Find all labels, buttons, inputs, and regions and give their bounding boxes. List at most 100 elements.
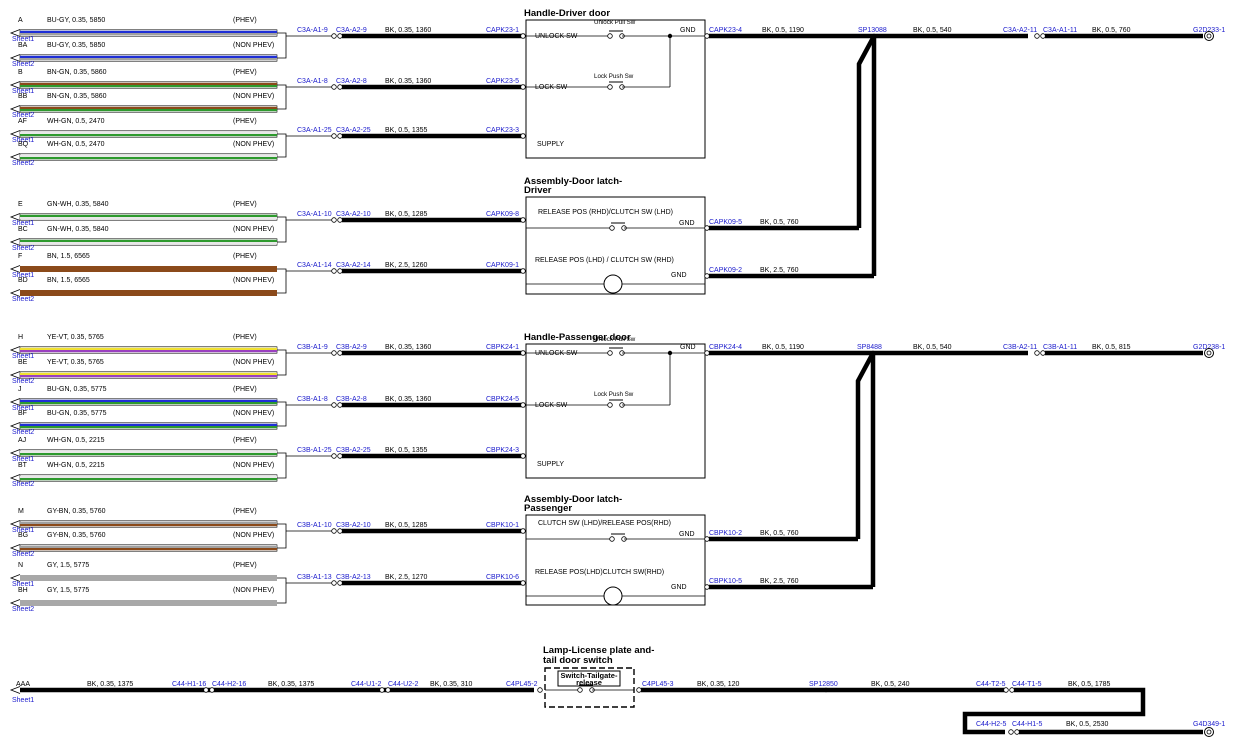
wire-spec: BU-GY, 0.35, 5850 xyxy=(47,42,105,49)
ground-label: G2D233-1 xyxy=(1193,27,1225,34)
sheet-link: Sheet2 xyxy=(12,551,34,558)
component-pin xyxy=(704,225,710,231)
splice-label: SP13088 xyxy=(858,27,887,34)
pin-label: CBPK24-4 xyxy=(709,344,742,351)
wire-spec: WH-GN, 0.5, 2470 xyxy=(47,141,105,148)
connector-label: C44-H2-16 xyxy=(212,681,246,688)
wire-spec: BK, 0.5, 1355 xyxy=(385,447,428,454)
wire-variant: (PHEV) xyxy=(233,201,257,208)
sheet-link: Sheet1 xyxy=(12,36,34,43)
wire-spec: BK, 0.35, 310 xyxy=(430,681,473,688)
wire-spec: BK, 2.5, 1260 xyxy=(385,262,428,269)
wire-spec: BK, 0.5, 1285 xyxy=(385,211,428,218)
wire-variant: (PHEV) xyxy=(233,17,257,24)
merge-line xyxy=(277,32,334,59)
wire-variant: (NON PHEV) xyxy=(233,42,274,49)
pin-label: CBPK10-1 xyxy=(486,522,519,529)
wire-spec: BK, 0.35, 1360 xyxy=(385,344,431,351)
wire-color-main xyxy=(20,545,277,548)
inline-connector xyxy=(331,268,337,274)
connector-label: C3A-A1-25 xyxy=(297,127,332,134)
connector-label: C3B-A2-10 xyxy=(336,522,371,529)
wire-spec: BK, 0.5, 760 xyxy=(1092,27,1131,34)
sheet-link: Sheet2 xyxy=(12,112,34,119)
component-pin xyxy=(520,402,526,408)
component-pin xyxy=(520,33,526,39)
sheet-link: Sheet2 xyxy=(12,606,34,613)
wire-id: M xyxy=(18,508,24,515)
gnd-label: GND xyxy=(679,220,695,227)
wire-variant: (PHEV) xyxy=(233,508,257,515)
wire-spec: BK, 0.5, 2530 xyxy=(1066,721,1109,728)
merge-line xyxy=(277,216,334,243)
sheet-arrow-icon xyxy=(9,599,21,607)
wire-spec: GN-WH, 0.35, 5840 xyxy=(47,201,109,208)
connector-label: C3A-A2-14 xyxy=(336,262,371,269)
wire-variant: (NON PHEV) xyxy=(233,93,274,100)
inline-connector xyxy=(209,687,215,693)
wire-spec: BU-GN, 0.35, 5775 xyxy=(47,386,107,393)
wire-variant: (NON PHEV) xyxy=(233,532,274,539)
merge-line xyxy=(277,401,334,427)
component-title: Lamp-License plate and- xyxy=(543,645,654,656)
inline-connector xyxy=(337,580,343,586)
wire-color-stripe xyxy=(20,524,277,527)
inline-connector xyxy=(1034,350,1040,356)
sheet-arrow-icon xyxy=(9,105,21,113)
wire-color-stripe xyxy=(20,58,277,61)
wire-id: BH xyxy=(18,587,28,594)
inline-connector xyxy=(337,33,343,39)
gnd-label: GND xyxy=(680,344,696,351)
wire-color-main xyxy=(20,82,277,85)
wire-spec: GY, 1.5, 5775 xyxy=(47,562,89,569)
wire-spec: GY, 1.5, 5775 xyxy=(47,587,89,594)
sheet-link: Sheet2 xyxy=(12,481,34,488)
inline-connector xyxy=(331,528,337,534)
pin-label: CAPK23-4 xyxy=(709,27,742,34)
component-pin xyxy=(636,687,642,693)
sheet-link: Sheet1 xyxy=(12,353,34,360)
component-box xyxy=(525,19,706,159)
component-pin xyxy=(704,536,710,542)
wire-id: F xyxy=(18,253,22,260)
sheet-link: Sheet2 xyxy=(12,296,34,303)
switch-contact xyxy=(607,84,613,90)
switch-contact xyxy=(607,350,613,356)
sheet-arrow-icon xyxy=(9,520,21,528)
component-pin xyxy=(704,350,710,356)
pin-function: CLUTCH SW (LHD)/RELEASE POS(RHD) xyxy=(538,520,671,527)
component-box xyxy=(525,514,706,606)
wire-thick xyxy=(962,687,1146,735)
connector-label: C3A-A1-10 xyxy=(297,211,332,218)
inline-connector xyxy=(337,528,343,534)
sheet-link: Sheet2 xyxy=(12,160,34,167)
sheet-arrow-icon xyxy=(9,371,21,379)
switch-label: Lock Push Sw xyxy=(594,391,634,398)
sheet-arrow-icon xyxy=(9,686,21,694)
wire-color-main xyxy=(20,423,277,426)
inline-connector xyxy=(1003,687,1009,693)
connector-label: C3B-A1-8 xyxy=(297,396,328,403)
connector-label: C3B-A1-11 xyxy=(1043,344,1077,351)
wire-variant: (PHEV) xyxy=(233,69,257,76)
component-pin xyxy=(520,453,526,459)
wire-id: A xyxy=(18,17,23,24)
switch-contact xyxy=(607,402,613,408)
wire-color-main xyxy=(20,399,277,402)
pin-function: UNLOCK SW xyxy=(535,350,578,357)
inline-connector xyxy=(337,133,343,139)
pin-function: RELEASE POS(LHD)CLUTCH SW(RHD) xyxy=(535,569,664,576)
wire-color-main xyxy=(20,475,277,478)
switch-label: Lock Push Sw xyxy=(594,73,634,80)
sheet-link: Sheet1 xyxy=(12,272,34,279)
motor-icon xyxy=(603,586,623,606)
wire-spec: BN, 1.5, 6565 xyxy=(47,277,90,284)
connector-label: C3B-A2-8 xyxy=(336,396,367,403)
wire-color-stripe xyxy=(20,548,277,551)
return-wire xyxy=(855,351,875,539)
wire-color-stripe xyxy=(20,109,277,112)
wire-color-main xyxy=(20,347,277,350)
wire-variant: (NON PHEV) xyxy=(233,410,274,417)
wire-variant: (NON PHEV) xyxy=(233,462,274,469)
sheet-arrow-icon xyxy=(9,422,21,430)
